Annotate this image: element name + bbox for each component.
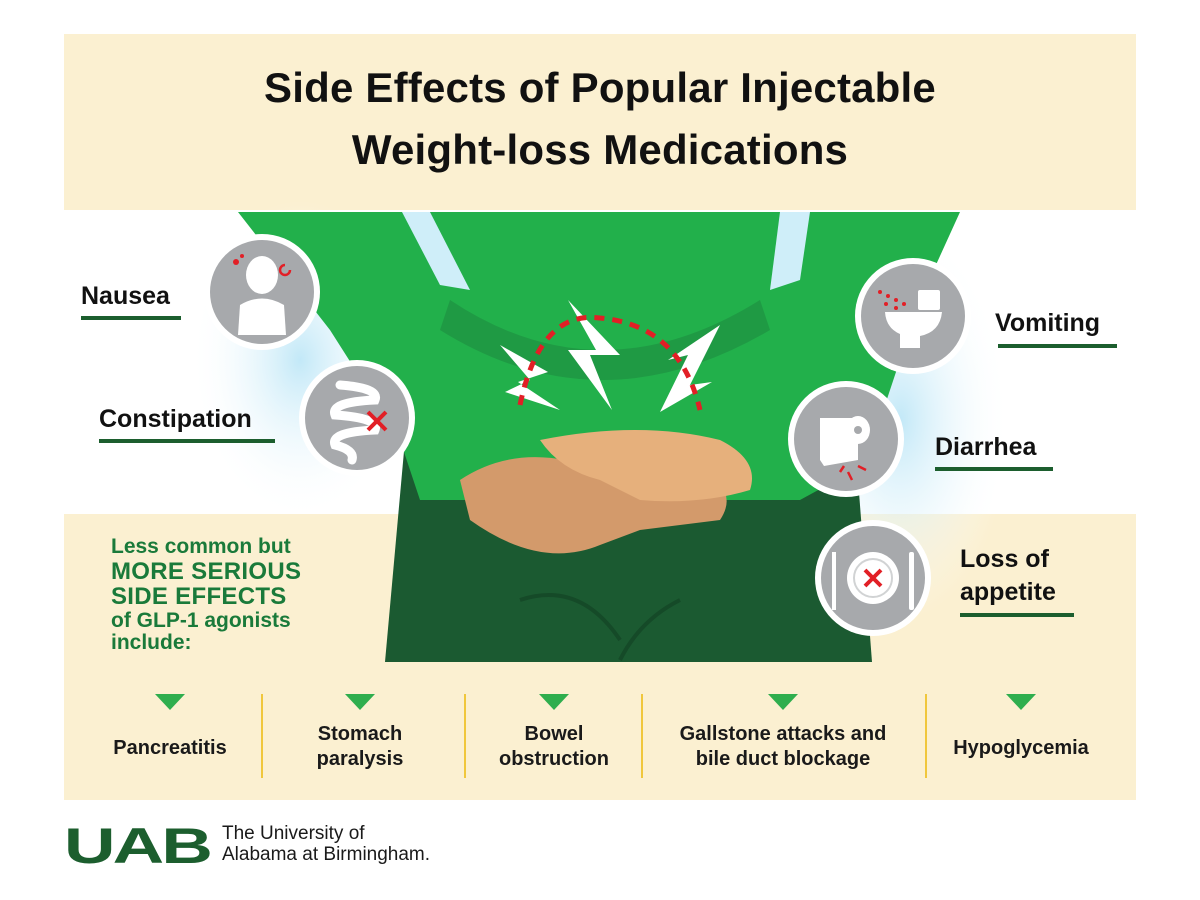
arrow-down-icon — [1006, 694, 1036, 710]
diarrhea-label: Diarrhea — [935, 433, 1037, 461]
pain-bolt-3 — [660, 325, 720, 412]
appetite-underline — [960, 613, 1074, 617]
column-divider — [261, 694, 263, 778]
org-line-1: The University of — [222, 823, 365, 844]
collar-left — [402, 212, 470, 290]
serious-line-4: of GLP-1 agonists — [111, 609, 291, 632]
nausea-label: Nausea — [81, 282, 170, 310]
intestine-blocked-icon — [330, 380, 388, 465]
constipation-underline — [99, 439, 275, 443]
serious-line-1: Less common but — [111, 535, 291, 558]
title-line-1: Side Effects of Popular Injectable — [264, 64, 936, 111]
toilet-icon — [878, 290, 942, 348]
serious-item-bowel-obstruction: Bowel obstruction — [474, 690, 634, 778]
serious-item-label-line1: Gallstone attacks and — [679, 723, 887, 745]
serious-item-label-line2: bile duct blockage — [695, 748, 871, 770]
serious-item-label-line1: Bowel — [524, 723, 584, 745]
serious-line-5: include: — [111, 631, 192, 654]
collar-right — [770, 212, 810, 290]
serious-item-label-line2: obstruction — [499, 748, 609, 770]
serious-item-hypoglycemia: Hypoglycemia — [936, 690, 1106, 778]
column-divider — [464, 694, 466, 778]
pants-fold-2 — [618, 598, 681, 661]
serious-effects-heading: Less common but MORE SERIOUS SIDE EFFECT… — [111, 536, 301, 654]
appetite-label-line2: appetite — [960, 578, 1056, 606]
toilet-paper-icon — [820, 416, 870, 481]
column-divider — [641, 694, 643, 778]
pain-bolt-1 — [500, 345, 560, 410]
vomiting-underline — [998, 344, 1117, 348]
organization-name: The University of Alabama at Birmingham. — [222, 823, 430, 865]
serious-item-label: Hypoglycemia — [953, 737, 1089, 759]
title-banner: Side Effects of Popular Injectable Weigh… — [64, 34, 1136, 210]
arrow-down-icon — [768, 694, 798, 710]
plate-cutlery-x-icon — [832, 552, 914, 610]
serious-line-3: SIDE EFFECTS — [111, 583, 287, 610]
pain-bolt-2 — [568, 300, 620, 410]
constipation-label: Constipation — [99, 405, 252, 433]
serious-item-stomach-paralysis: Stomach paralysis — [280, 690, 440, 778]
serious-item-pancreatitis: Pancreatitis — [90, 690, 250, 778]
nausea-underline — [81, 316, 181, 320]
serious-item-label: Pancreatitis — [113, 737, 227, 759]
nausea-person-icon — [233, 254, 292, 335]
serious-item-gallstone: Gallstone attacks and bile duct blockage — [655, 690, 911, 778]
serious-item-label-line1: Stomach — [317, 723, 403, 745]
uab-logo: UAB — [64, 825, 212, 867]
arrow-down-icon — [345, 694, 375, 710]
serious-item-label-line2: paralysis — [316, 748, 404, 770]
arrow-down-icon — [539, 694, 569, 710]
column-divider — [925, 694, 927, 778]
vomiting-label: Vomiting — [995, 309, 1101, 337]
diarrhea-underline — [935, 467, 1053, 471]
title-line-2: Weight-loss Medications — [351, 126, 849, 173]
appetite-label-line1: Loss of — [960, 545, 1049, 573]
pain-arc — [517, 314, 703, 411]
hand-front — [540, 430, 752, 502]
pants-fold — [519, 593, 622, 642]
org-line-2: Alabama at Birmingham. — [222, 844, 431, 865]
arrow-down-icon — [155, 694, 185, 710]
serious-line-2: MORE SERIOUS — [111, 558, 302, 585]
uab-logo-text: UAB — [64, 825, 210, 867]
